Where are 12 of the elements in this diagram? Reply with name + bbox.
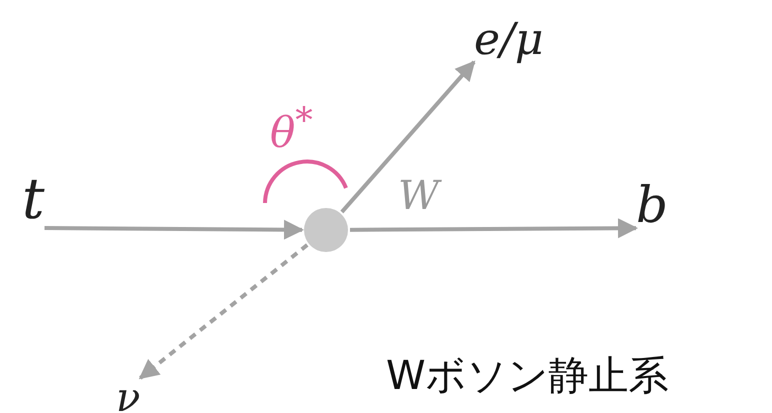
- caption-text: Wボソン静止系: [386, 356, 669, 396]
- particle-dot: [304, 208, 348, 252]
- arrow: [138, 243, 308, 380]
- particle-label: b: [636, 180, 668, 230]
- particle-label: ν: [116, 378, 140, 413]
- particle-label: W: [398, 176, 440, 216]
- arrow: [340, 60, 476, 214]
- particle-label: e/μ: [474, 18, 544, 62]
- arrow: [350, 218, 638, 238]
- angle-label: θ$^{*}$: [270, 104, 313, 154]
- particle-label: t: [22, 172, 45, 228]
- arrow: [44, 220, 304, 240]
